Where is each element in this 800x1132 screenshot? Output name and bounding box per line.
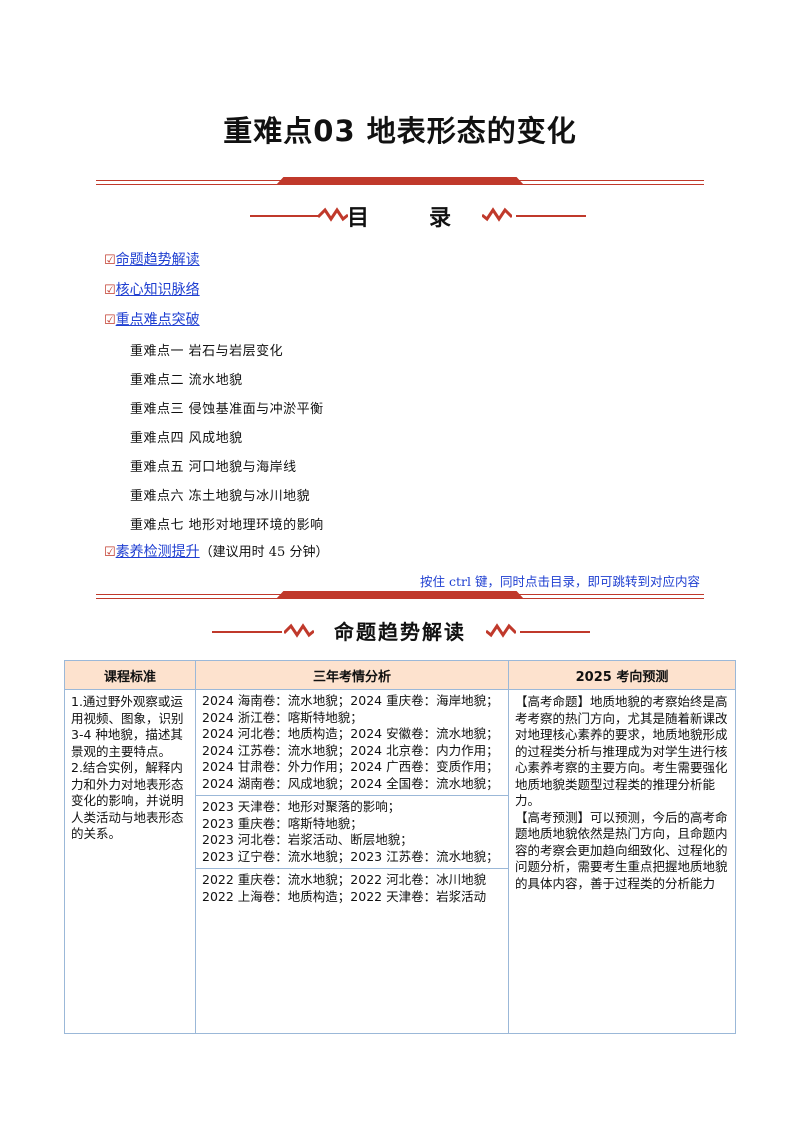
checkbox-icon: ☑ <box>104 313 116 328</box>
wave-ornament-left-icon <box>318 207 348 222</box>
section-heading: 命题趋势解读 <box>334 620 466 644</box>
checkbox-icon: ☑ <box>104 545 116 560</box>
toc-heading: 目 录 <box>347 206 453 231</box>
header-analysis: 三年考情分析 <box>195 660 509 690</box>
analysis-2023: 2023 天津卷：地形对聚落的影响； 2023 重庆卷：喀斯特地貌； 2023 … <box>196 796 508 869</box>
toc-sub-item[interactable]: 重难点三 侵蚀基准面与冲淤平衡 <box>130 402 324 417</box>
trend-table: 课程标准 三年考情分析 2025 考向预测 1.通过野外观察或运用视频、图象，识… <box>64 660 736 1034</box>
wave-ornament-right-icon <box>486 623 516 638</box>
forecast-cell: 【高考命题】地质地貌的考察始终是高考考察的热门方向，尤其是随着新课改对地理核心素… <box>508 689 736 1034</box>
toc-link-knowledge[interactable]: 核心知识脉络 <box>115 282 200 298</box>
curriculum-standard-cell: 1.通过野外观察或运用视频、图象，识别 3-4 种地貌，描述其景观的主要特点。 … <box>64 689 196 1034</box>
wave-ornament-right-icon <box>482 207 512 222</box>
toc-item-trend[interactable]: ☑命题趋势解读 <box>104 249 200 269</box>
checkbox-icon: ☑ <box>104 283 116 298</box>
table-row: 1.通过野外观察或运用视频、图象，识别 3-4 种地貌，描述其景观的主要特点。 … <box>64 689 736 1034</box>
section-banner: 命题趋势解读 <box>0 616 800 646</box>
toc-item-breakthrough[interactable]: ☑重点难点突破 <box>104 309 200 329</box>
toc-sub-item[interactable]: 重难点一 岩石与岩层变化 <box>130 344 284 359</box>
toc-item-assessment[interactable]: ☑素养检测提升（建议用时 45 分钟） <box>104 541 328 561</box>
checkbox-icon: ☑ <box>104 253 116 268</box>
toc-link-assessment[interactable]: 素养检测提升 <box>115 544 200 560</box>
toc-sub-item[interactable]: 重难点四 风成地貌 <box>130 431 243 446</box>
toc-link-breakthrough[interactable]: 重点难点突破 <box>115 312 200 328</box>
middle-divider <box>96 591 704 603</box>
page-title: 重难点03 地表形态的变化 <box>223 114 577 148</box>
analysis-2024: 2024 海南卷：流水地貌；2024 重庆卷：海岸地貌； 2024 浙江卷：喀斯… <box>196 690 508 796</box>
toc-sub-item[interactable]: 重难点六 冻土地貌与冰川地貌 <box>130 489 311 504</box>
toc-banner: 目 录 <box>0 200 800 231</box>
toc-sub-item[interactable]: 重难点二 流水地貌 <box>130 373 243 388</box>
ctrl-click-note: 按住 ctrl 键，同时点击目录，即可跳转到对应内容 <box>420 574 700 589</box>
time-suggestion: （建议用时 45 分钟） <box>199 545 329 560</box>
header-curriculum: 课程标准 <box>64 660 196 690</box>
wave-ornament-left-icon <box>284 623 314 638</box>
toc-sub-item[interactable]: 重难点七 地形对地理环境的影响 <box>130 518 324 533</box>
toc-link-trend[interactable]: 命题趋势解读 <box>115 252 200 268</box>
analysis-2022: 2022 重庆卷：流水地貌；2022 河北卷：冰川地貌 2022 上海卷：地质构… <box>202 872 487 904</box>
header-forecast: 2025 考向预测 <box>508 660 736 690</box>
analysis-cell: 2024 海南卷：流水地貌；2024 重庆卷：海岸地貌； 2024 浙江卷：喀斯… <box>195 689 509 1034</box>
toc-item-knowledge[interactable]: ☑核心知识脉络 <box>104 279 200 299</box>
top-divider <box>96 177 704 189</box>
toc-sub-item[interactable]: 重难点五 河口地貌与海岸线 <box>130 460 297 475</box>
table-header-row: 课程标准 三年考情分析 2025 考向预测 <box>64 660 736 690</box>
